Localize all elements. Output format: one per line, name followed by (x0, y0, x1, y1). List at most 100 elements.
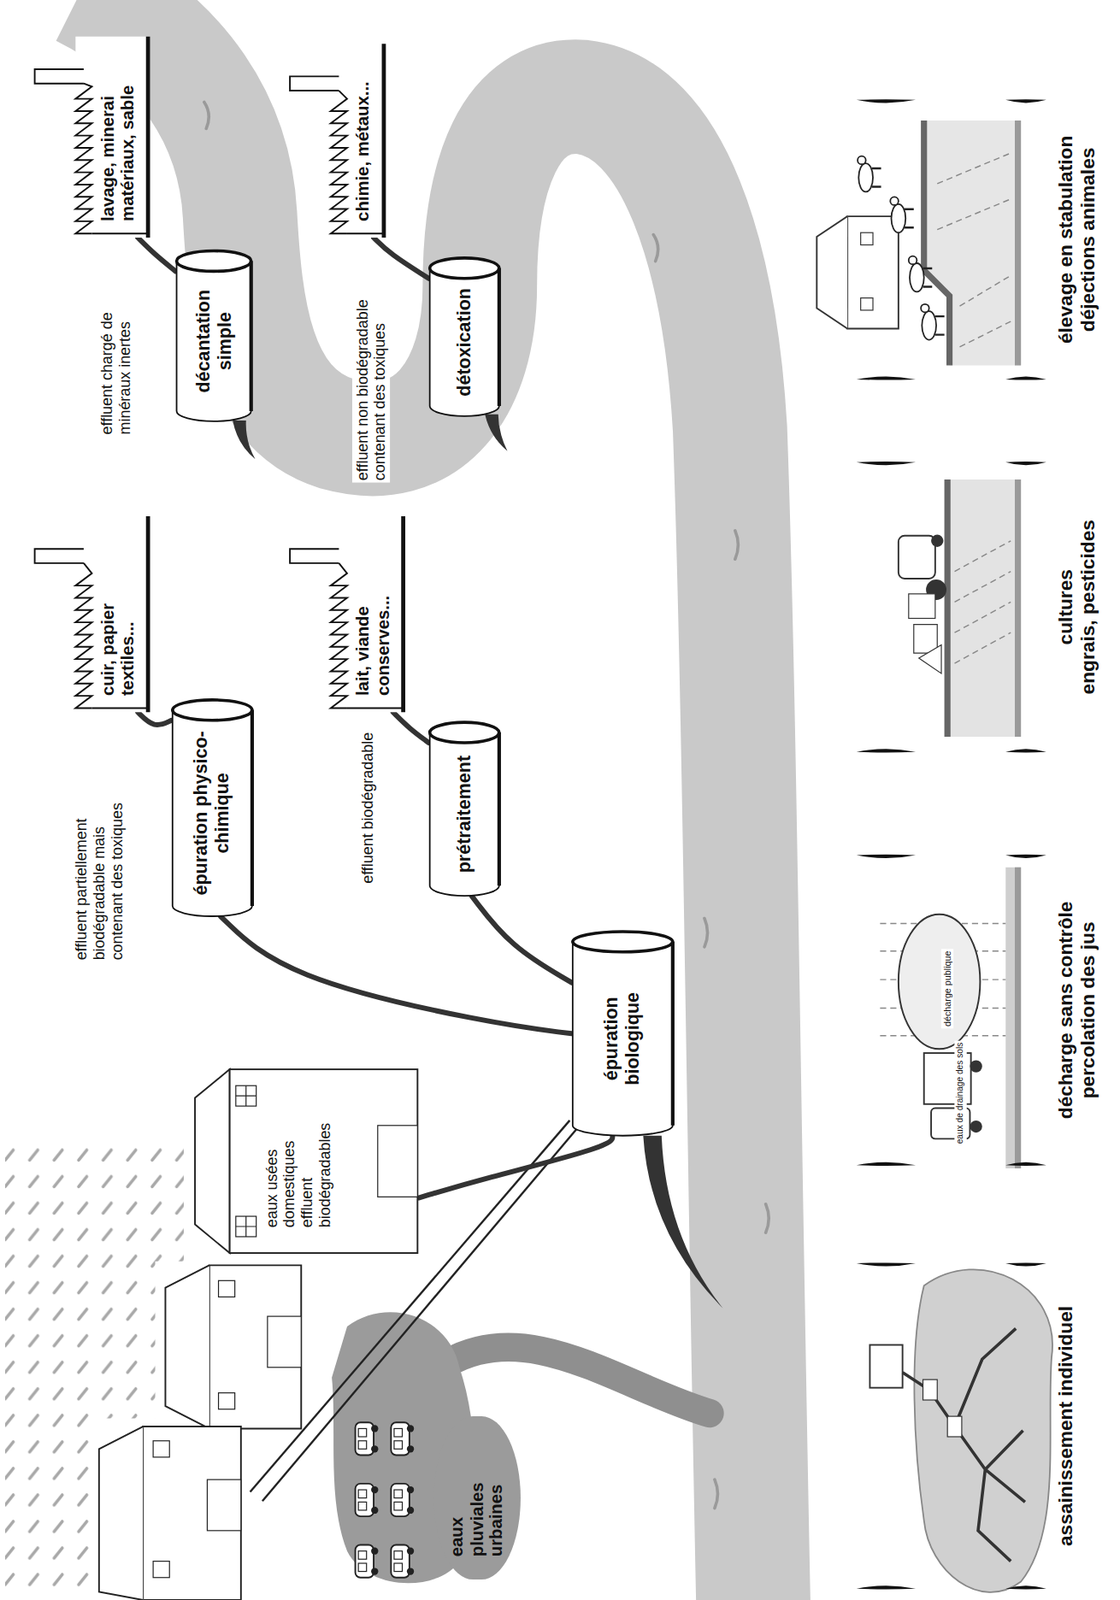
factory-outline (347, 707, 404, 709)
farming-scene (919, 645, 942, 674)
tank-outline (430, 258, 500, 279)
houses (209, 1265, 301, 1429)
node-label: épuration physico-chimique (191, 726, 234, 901)
tank-outline (172, 700, 253, 721)
houses (153, 1562, 170, 1579)
factory-outline (35, 69, 84, 84)
urban-runoff (390, 1422, 414, 1456)
factory-icon: cuir, papier textiles... (30, 516, 151, 713)
factory-outline (330, 43, 386, 238)
farming-scene (944, 479, 951, 737)
panel-outline (856, 99, 1047, 380)
treatment-tank: épuration physico-chimique (171, 700, 254, 917)
tank-outline (671, 942, 675, 1126)
scene-label: eaux de drainage des sols (954, 1040, 967, 1146)
tank-outline (430, 722, 500, 743)
factory-outline (400, 516, 406, 713)
landfill-scene (969, 1120, 982, 1133)
flow-pipe (137, 712, 171, 726)
factory-outline (75, 36, 150, 238)
livestock-scene (924, 120, 1021, 366)
urban-runoff (355, 1484, 379, 1517)
factory-icon: lait, viande conserves... (285, 516, 406, 713)
panel-caption: percolation des jus (1076, 921, 1099, 1099)
houses (267, 1316, 301, 1368)
scene-label: décharge publique (941, 949, 955, 1029)
pollution-panel: décharge sans contrôlepercolation des ju… (852, 852, 1104, 1169)
pollution-panel: culturesengrais, pesticides (852, 459, 1104, 755)
treatment-tank: décantation simple (175, 251, 253, 422)
river (82, 0, 770, 1600)
farming-scene (898, 479, 1021, 737)
houses (99, 1265, 301, 1600)
landfill-scene (879, 867, 1021, 1169)
treatment-tank: détoxication (428, 258, 501, 417)
factory-icon: chimie, métaux... (285, 43, 386, 238)
river (82, 0, 755, 1600)
flow-pipe (137, 237, 176, 272)
factory-outline (330, 516, 406, 713)
effluent-note: effluent biodégradable (357, 730, 378, 886)
tank-outline (171, 700, 254, 917)
tank-outline (250, 710, 254, 907)
tank-outline (430, 258, 500, 417)
panel-caption: élevage en stabulation (1054, 135, 1077, 344)
house-outline (235, 1085, 257, 1107)
panel-caption: cultures (1054, 569, 1077, 645)
node-label: eaux usées domestiques effluent biodégra… (262, 1100, 333, 1228)
factory-outline (35, 548, 84, 564)
urban-runoff (390, 1484, 414, 1517)
tank-outline (571, 931, 674, 1137)
house-outline (235, 1216, 257, 1238)
livestock-scene (890, 196, 914, 233)
urban-runoff (390, 1545, 414, 1579)
houses (142, 1426, 242, 1600)
factory-outline (75, 83, 92, 235)
livestock-scene (908, 256, 932, 293)
tank-outline (572, 931, 673, 953)
effluent-note: effluent non biodégradable contenant des… (352, 269, 390, 484)
flow-pipe (393, 712, 430, 743)
panel-caption: déjections animales (1076, 147, 1099, 333)
farming-scene (931, 535, 944, 548)
tank-outline (572, 931, 673, 1137)
node-label: eaux pluviales urbaines (447, 1439, 507, 1557)
farming-scene (944, 479, 1022, 737)
livestock-scene (937, 153, 1011, 348)
panel-outline (856, 461, 1047, 753)
houses (165, 1265, 209, 1429)
livestock-scene (860, 232, 873, 245)
outflow-spout (232, 420, 255, 460)
livestock-scene (847, 216, 899, 329)
house-outline (235, 1216, 257, 1238)
tank-outline (497, 268, 502, 407)
panel-outline (856, 854, 1047, 1167)
factory-outline (146, 36, 151, 238)
node-label: prétraitement (453, 755, 476, 873)
farming-scene (1014, 479, 1021, 737)
node-label: cuir, papier textiles... (98, 532, 139, 696)
node-label: chimie, métaux... (353, 81, 373, 222)
houses (153, 1441, 170, 1458)
node-label: décantation simple (192, 277, 235, 406)
septic-scene (869, 1345, 902, 1389)
outflow-spout (484, 414, 507, 452)
flow-pipe (418, 1136, 614, 1199)
landfill-scene (1005, 867, 1021, 1169)
factory-outline (347, 232, 384, 235)
node-label: épuration biologique (601, 972, 644, 1106)
livestock-scene (860, 298, 873, 311)
livestock-scene (920, 304, 944, 341)
urban-runoff (448, 1347, 710, 1414)
factory-outline (289, 548, 339, 564)
farming-scene (908, 594, 936, 619)
panel-outline (852, 1260, 1081, 1592)
treatment-tank: épuration biologique (571, 931, 674, 1137)
house-outline (377, 1125, 419, 1198)
factory-outline (330, 563, 348, 709)
farming-scene (954, 541, 1012, 664)
septic-scene (902, 1328, 1026, 1562)
